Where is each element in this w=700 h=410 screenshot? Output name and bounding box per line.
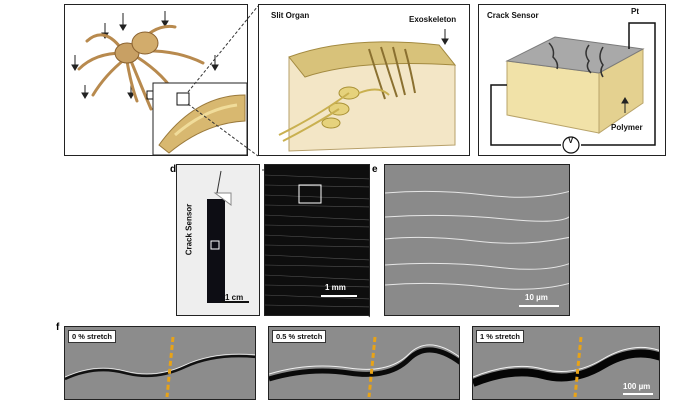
panel-c-crack-sensor: Crack Sensor Pt Polymer V (478, 4, 666, 156)
crack-sensor-title: Crack Sensor (487, 11, 539, 20)
slit-organ-title: Slit Organ (271, 11, 310, 20)
scale-label-1cm: 1 cm (225, 293, 244, 302)
panel-f-subpanel-1: 0.5 % stretch (268, 326, 460, 400)
panel-a-spider (64, 4, 248, 156)
crack-micrograph-1 (269, 336, 459, 398)
scale-label-1mm: 1 mm (325, 283, 346, 292)
scalebar-10um (519, 305, 559, 307)
panel-e-sem: 10 µm (384, 164, 570, 316)
scalebar-1mm (321, 295, 357, 297)
polymer-label: Polymer (611, 123, 643, 132)
pt-label: Pt (631, 7, 639, 16)
panel-d-label: d (170, 164, 177, 175)
panel-d-micrograph: 1 mm (264, 164, 370, 316)
crack-sensor-illustration (490, 22, 656, 154)
slit-organ-illustration (278, 29, 457, 152)
exoskeleton-annotation: Exoskeleton (409, 15, 457, 24)
stretch-label-0: 0 % stretch (68, 330, 117, 343)
crack-sensor-vertical-label: Crack Sensor (184, 203, 194, 256)
panel-f-subpanel-2: 1 % stretch 100 µm (472, 326, 660, 400)
voltmeter-label: V (568, 136, 574, 145)
sensor-photo (207, 170, 249, 303)
stretch-label-1: 0.5 % stretch (272, 330, 327, 343)
scale-label-100um: 100 µm (623, 382, 651, 391)
panel-f-subpanel-0: 0 % stretch (64, 326, 256, 400)
spider-illustration (71, 11, 247, 155)
crack-micrograph-2 (473, 336, 659, 398)
crack-micrograph-0 (65, 336, 255, 398)
panel-b-slit-organ: Slit Organ Exoskeleton (258, 4, 470, 156)
panel-d-photo: Crack Sensor 1 cm (176, 164, 260, 316)
panel-f-label: f (56, 322, 60, 333)
stretch-label-2: 1 % stretch (476, 330, 525, 343)
lines-texture (265, 174, 369, 308)
scale-label-10um: 10 µm (525, 293, 548, 302)
panel-e-label: e (372, 164, 378, 175)
sem-cracks (385, 190, 569, 290)
